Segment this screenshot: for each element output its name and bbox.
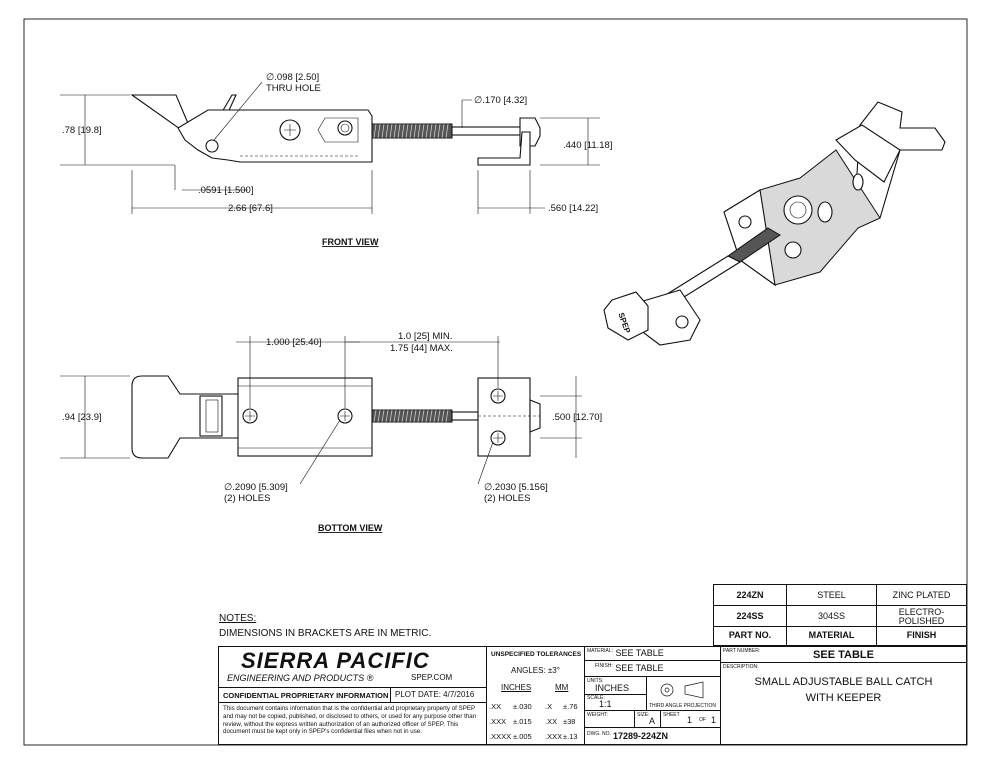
plot-date-label: PLOT DATE: bbox=[395, 690, 441, 699]
dim-adj-max: 1.75 [44] MAX. bbox=[390, 343, 453, 354]
front-view-label: FRONT VIEW bbox=[322, 237, 379, 247]
material-table: 224ZN STEEL ZINC PLATED 224SS 304SS ELEC… bbox=[713, 584, 967, 646]
dim-keeper-height: .440 [11.18] bbox=[563, 140, 612, 151]
registered-mark: ® bbox=[366, 673, 374, 683]
dim-keeper-length: .560 [14.22] bbox=[548, 203, 598, 214]
dim-hole-spacing: 1.000 [25.40] bbox=[266, 337, 321, 348]
sheet-label: SHEET bbox=[663, 712, 680, 718]
bottom-keeper bbox=[477, 377, 531, 457]
dwg-label: DWG. NO. bbox=[587, 731, 611, 737]
tol-row: .XXXX±.005.XXX±.13 bbox=[489, 732, 578, 741]
row2-part: 224SS bbox=[714, 606, 787, 627]
front-keeper bbox=[477, 131, 531, 166]
third-angle-projection-icon bbox=[660, 681, 704, 699]
tolerances-title: UNSPECIFIED TOLERANCES bbox=[491, 651, 582, 658]
description-line-1: SMALL ADJUSTABLE BALL CATCH bbox=[754, 676, 933, 688]
company-sub: ENGINEERING AND PRODUCTS bbox=[227, 673, 365, 683]
dim-height: .78 [19.8] bbox=[62, 125, 102, 136]
iso-ball bbox=[783, 195, 813, 225]
units-value: INCHES bbox=[595, 683, 630, 693]
mm-header: MM bbox=[555, 683, 569, 692]
size-label: SIZE: bbox=[637, 712, 650, 718]
hdr-part: PART NO. bbox=[714, 627, 787, 645]
dim-hole1-count: (2) HOLES bbox=[224, 493, 270, 504]
bottom-view: .94 [23.9] 1.000 [25.40] 1.0 [25] MIN. 1… bbox=[60, 331, 602, 533]
finish-label: FINISH: bbox=[595, 663, 613, 669]
row2-material: 304SS bbox=[787, 606, 877, 627]
company-box: SIERRA PACIFIC ENGINEERING AND PRODUCTS … bbox=[219, 647, 487, 688]
bottom-lever bbox=[131, 375, 241, 459]
dim-hole2-count: (2) HOLES bbox=[484, 493, 530, 504]
sheet-of: OF bbox=[699, 717, 706, 723]
row1-finish: ZINC PLATED bbox=[877, 585, 966, 606]
description-line-2: WITH KEEPER bbox=[805, 692, 882, 704]
bottom-view-label: BOTTOM VIEW bbox=[318, 523, 383, 533]
front-ball bbox=[337, 120, 353, 136]
dim-width: .94 [23.9] bbox=[62, 412, 102, 423]
front-view: .78 [19.8] 2.66 [67.6] .0591 [1.500] ∅.0… bbox=[60, 72, 612, 247]
part-number-label: PART NUMBER: bbox=[723, 648, 761, 654]
finish-value: SEE TABLE bbox=[615, 663, 664, 673]
dim-hole1-dia: ∅.2090 [5.309] bbox=[224, 482, 288, 493]
dim-thru-hole: ∅.098 [2.50] bbox=[266, 72, 319, 83]
dim-thru-hole-note: THRU HOLE bbox=[266, 83, 321, 94]
projection-box: THIRD ANGLE PROJECTION bbox=[647, 677, 721, 711]
company-website: SPEP.COM bbox=[411, 673, 453, 682]
description-label: DESCRIPTION: bbox=[723, 664, 759, 670]
tol-row: .XX±.030.X±.76 bbox=[489, 702, 578, 711]
weight-label: WEIGHT: bbox=[587, 712, 608, 718]
scale-value: 1:1 bbox=[599, 699, 612, 709]
dwg-number: 17289-224ZN bbox=[613, 731, 669, 741]
size-value: A bbox=[649, 716, 656, 726]
units-label: UNITS: bbox=[587, 678, 604, 684]
row1-material: STEEL bbox=[787, 585, 877, 606]
angles: ANGLES: ±3° bbox=[511, 666, 560, 675]
iso-nut bbox=[603, 291, 649, 341]
front-thru-hole bbox=[205, 139, 219, 153]
inches-header: INCHES bbox=[501, 683, 532, 692]
bottom-rod bbox=[451, 411, 479, 421]
iso-view: SPEP bbox=[603, 101, 946, 346]
notes: NOTES: DIMENSIONS IN BRACKETS ARE IN MET… bbox=[219, 613, 431, 639]
dim-rod-dia: ∅.170 [4.32] bbox=[474, 95, 527, 106]
notes-title: NOTES: bbox=[219, 613, 257, 624]
dim-hole2-dia: ∅.2030 [5.156] bbox=[484, 482, 548, 493]
sheet-total: 1 bbox=[711, 715, 717, 725]
plot-date: 4/7/2016 bbox=[443, 690, 475, 699]
material-value: SEE TABLE bbox=[615, 648, 664, 658]
part-number-value: SEE TABLE bbox=[813, 649, 874, 661]
confidential-text: This document contains information that … bbox=[219, 703, 487, 745]
confidential-title: CONFIDENTIAL PROPRIETARY INFORMATION bbox=[219, 688, 391, 703]
notes-text: DIMENSIONS IN BRACKETS ARE IN METRIC. bbox=[219, 628, 432, 639]
dim-offset: .0591 [1.500] bbox=[198, 185, 253, 196]
iso-keeper bbox=[639, 289, 701, 346]
tol-rows: .XX±.030.X±.76 .XXX±.015.XX±38 .XXXX±.00… bbox=[489, 699, 578, 744]
front-rod bbox=[451, 126, 523, 136]
row2-finish: ELECTRO-POLISHED bbox=[877, 606, 966, 627]
title-block: SIERRA PACIFIC ENGINEERING AND PRODUCTS … bbox=[218, 646, 967, 745]
company-name: SIERRA PACIFIC bbox=[241, 648, 430, 673]
dim-keeper-width: .500 [12.70] bbox=[552, 412, 602, 423]
front-body bbox=[177, 109, 373, 163]
sheet-num: 1 bbox=[687, 715, 693, 725]
tolerances-box: UNSPECIFIED TOLERANCES ANGLES: ±3° INCHE… bbox=[487, 647, 585, 745]
dim-adj-min: 1.0 [25] MIN. bbox=[398, 331, 452, 342]
material-label: MATERIAL: bbox=[587, 648, 614, 654]
tol-row: .XXX±.015.XX±38 bbox=[489, 717, 576, 726]
sheet-border bbox=[23, 18, 968, 746]
hdr-material: MATERIAL bbox=[787, 627, 877, 645]
dim-length: 2.66 [67.6] bbox=[228, 203, 273, 214]
projection-label: THIRD ANGLE PROJECTION bbox=[649, 703, 716, 709]
scale-label: SCALE: bbox=[587, 695, 605, 701]
hdr-finish: FINISH bbox=[906, 630, 937, 640]
row1-part: 224ZN bbox=[714, 585, 787, 606]
